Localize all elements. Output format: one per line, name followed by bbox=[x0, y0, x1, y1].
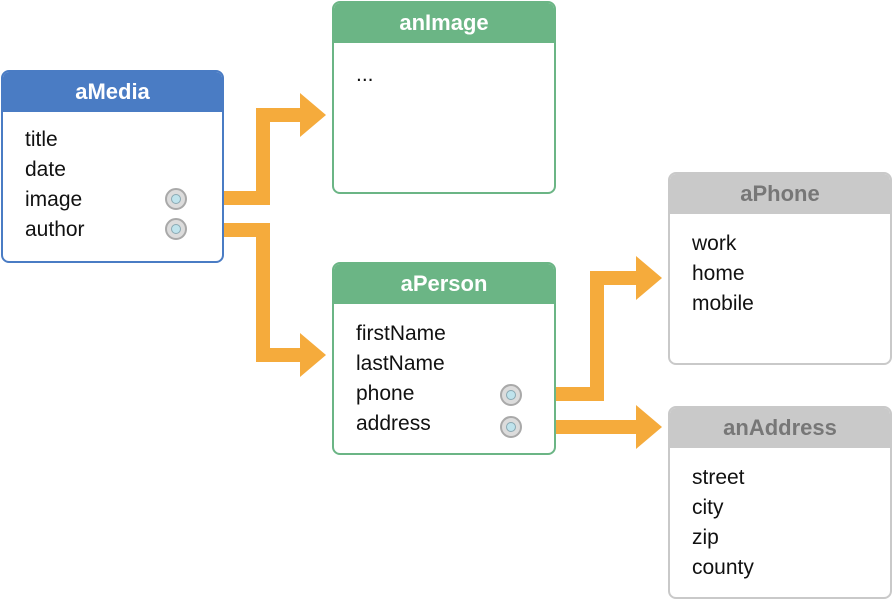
prop-firstname: firstName bbox=[356, 322, 446, 345]
prop-title: title bbox=[25, 128, 58, 151]
arrow-author-to-aPerson bbox=[194, 223, 326, 377]
prop-author: author bbox=[25, 218, 85, 241]
entity-anaddress[interactable]: anAddress street city zip county bbox=[668, 406, 892, 599]
entity-aperson-title: aPerson bbox=[334, 264, 554, 304]
entity-amedia[interactable]: aMedia title date image author bbox=[1, 70, 224, 263]
author-connector-icon[interactable] bbox=[165, 218, 187, 240]
entity-animage-title: anImage bbox=[334, 3, 554, 43]
phone-connector-icon[interactable] bbox=[500, 384, 522, 406]
prop-image: image bbox=[25, 188, 83, 211]
prop-home: home bbox=[692, 262, 745, 285]
prop-county: county bbox=[692, 556, 754, 579]
entity-amedia-title: aMedia bbox=[3, 72, 222, 112]
entity-anaddress-title: anAddress bbox=[670, 408, 890, 448]
entity-aphone-title: aPhone bbox=[670, 174, 890, 214]
address-connector-icon[interactable] bbox=[500, 416, 522, 438]
arrow-image-to-anImage bbox=[194, 93, 326, 205]
entity-aperson[interactable]: aPerson firstName lastName phone address bbox=[332, 262, 556, 455]
entity-animage[interactable]: anImage ... bbox=[332, 1, 556, 194]
arrow-phone-to-aPhone bbox=[530, 256, 662, 401]
prop-mobile: mobile bbox=[692, 292, 754, 315]
prop-zip: zip bbox=[692, 526, 719, 549]
prop-street: street bbox=[692, 466, 745, 489]
prop-ellipsis: ... bbox=[356, 63, 374, 86]
prop-phone: phone bbox=[356, 382, 415, 405]
image-connector-icon[interactable] bbox=[165, 188, 187, 210]
arrow-address-to-anAddress bbox=[530, 405, 662, 449]
prop-date: date bbox=[25, 158, 66, 181]
prop-work: work bbox=[692, 232, 737, 255]
prop-address: address bbox=[356, 412, 431, 435]
prop-lastname: lastName bbox=[356, 352, 445, 375]
prop-city: city bbox=[692, 496, 724, 519]
entity-aphone[interactable]: aPhone work home mobile bbox=[668, 172, 892, 365]
